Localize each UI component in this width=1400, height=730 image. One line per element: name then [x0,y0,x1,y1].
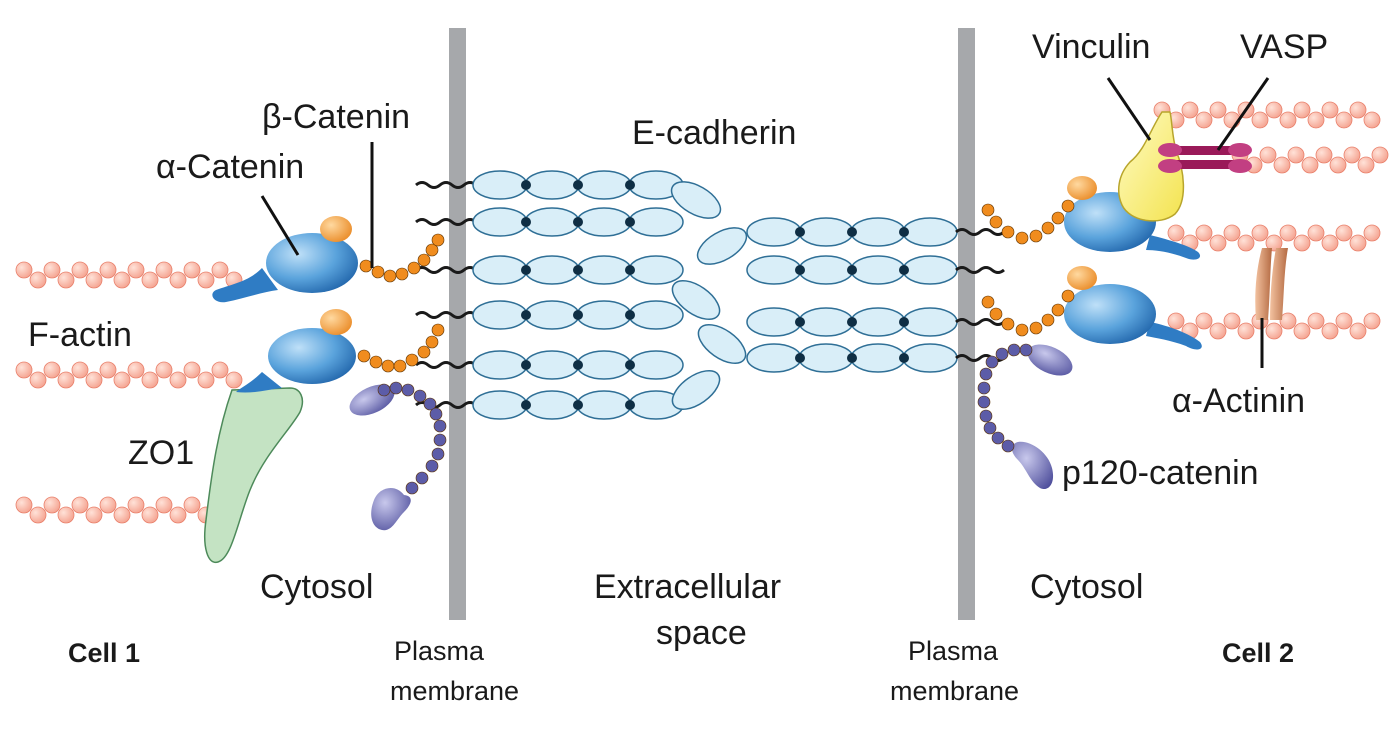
e-cadherin-dimers [415,170,1005,420]
label-extracellular: Extracellular [594,568,781,606]
alpha-catenin-right-bottom [1064,266,1202,350]
leader-alpha-catenin [260,195,300,256]
label-plasma-right: Plasma [908,636,999,666]
f-actin-filament-left-3 [15,496,215,524]
beta-catenin-chain-right-top [981,199,1075,245]
cadherin-tail-left-5 [415,361,477,369]
label-beta-catenin: β-Catenin [262,98,410,136]
label-cell-1: Cell 1 [68,638,140,668]
label-cytosol-right: Cytosol [1030,568,1143,606]
label-cell-2: Cell 2 [1222,638,1294,668]
label-alpha-actinin: α-Actinin [1172,382,1305,420]
label-p120-catenin: p120-catenin [1062,454,1259,492]
zo1-protein [204,387,304,563]
p120-chain-right [977,343,1033,453]
alpha-catenin-left-bottom [236,309,356,393]
cadherin-tail-right-3 [955,318,1005,326]
label-vinculin: Vinculin [1032,28,1150,66]
cadherin-bend-3 [671,369,721,411]
cadherin-right-1 [746,217,958,247]
label-space: space [656,614,747,652]
alpha-actinin-protein [1255,248,1288,320]
p120-catenin-left [349,384,411,531]
cadherin-tail-left-2 [415,218,477,226]
leader-vasp [1216,77,1270,151]
cadherin-left-6 [472,390,684,420]
label-alpha-catenin: α-Catenin [156,148,304,186]
vasp-protein [1158,143,1252,173]
cadherin-tail-left-4 [415,311,477,319]
beta-catenin-chain-right-bottom [981,289,1075,337]
cadherin-tail-left-1 [415,181,477,189]
f-actin-filament-left-1 [15,261,243,289]
label-membrane-left: membrane [390,676,519,706]
f-actin-filament-right-3 [1167,224,1381,252]
label-f-actin: F-actin [28,316,132,354]
cadherin-left-1 [472,170,684,200]
f-actin-filament-left-2 [15,361,243,389]
cadherin-tail-left-3 [415,266,477,274]
plasma-membrane-right [958,28,975,620]
label-plasma-left: Plasma [394,636,485,666]
alpha-catenin-left-top [212,216,358,303]
leader-vinculin [1106,77,1152,141]
f-actin-filament-right-4 [1167,312,1381,340]
plasma-membrane-left [449,28,466,620]
cadherin-bend-5 [697,323,747,365]
cadherin-right-3 [746,307,958,337]
label-zo1: ZO1 [128,434,194,472]
f-actin-filament-right-2 [1231,146,1389,174]
p120-catenin-right [1012,344,1073,490]
label-cytosol-left: Cytosol [260,568,373,606]
label-membrane-right: membrane [890,676,1019,706]
cadherin-left-3 [472,255,684,285]
cadherin-tail-right-1 [955,228,1005,236]
cadherin-right-4 [746,343,958,373]
label-e-cadherin: E-cadherin [632,114,796,152]
beta-catenin-chain-left-bottom [357,323,445,373]
cadherin-tail-right-2 [955,266,1005,274]
p120-chain-left [377,381,447,495]
cadherin-bend-4 [696,227,748,265]
cadherin-bend-2 [671,279,721,321]
catenin-bead-chains [357,199,1075,495]
cadherin-bend-1 [670,181,722,219]
beta-catenin-chain-left-top [359,233,445,283]
cadherin-left-5 [472,350,684,380]
cadherin-left-2 [472,207,684,237]
cadherin-right-2 [746,255,958,285]
f-actin-filament-right-1 [1153,101,1381,129]
cadherin-left-4 [472,300,684,330]
label-vasp: VASP [1240,28,1328,66]
